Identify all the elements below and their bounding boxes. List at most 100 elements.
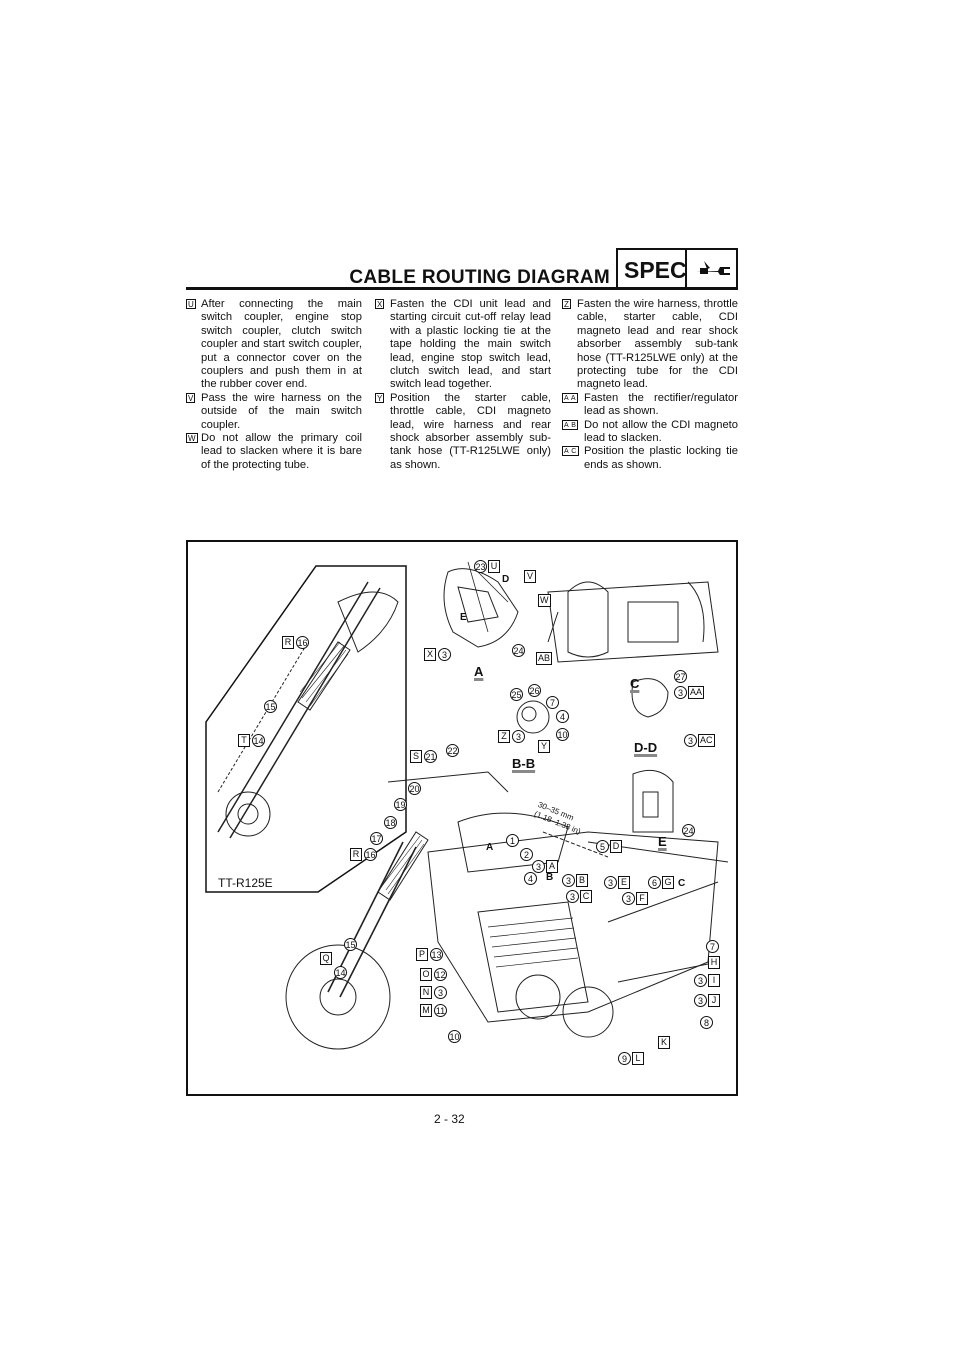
note-z: Z Fasten the wire harness, throttle cable… <box>562 298 738 392</box>
callout: 4 <box>524 872 537 885</box>
view-label-a: A <box>474 664 484 679</box>
view-a-sketch <box>443 568 519 648</box>
note-mark: W <box>186 433 198 444</box>
note-text: Fasten the wire harness, throttle cable,… <box>577 298 738 391</box>
callout-letter: D <box>610 840 622 853</box>
inset-wheel-hub <box>225 791 271 837</box>
callout: 13 <box>430 948 443 961</box>
section-mark-d: D <box>502 574 510 585</box>
callout: 24 <box>682 824 695 837</box>
callout: 12 <box>434 968 447 981</box>
view-dd-sketch <box>631 678 669 718</box>
callout-letter: L <box>632 1052 644 1065</box>
callout-letter: R <box>350 848 362 861</box>
callout: 3 <box>604 876 617 889</box>
callout: 3 <box>562 874 575 887</box>
callout: 16 <box>364 848 377 861</box>
callout: 3 <box>622 892 635 905</box>
tank <box>457 812 569 873</box>
note-ac: A C Position the plastic locking tie ends… <box>562 445 738 472</box>
callout-letter: I <box>708 974 720 987</box>
callout: 3 <box>694 974 707 987</box>
note-mark: A C <box>562 446 579 457</box>
callout-letter: A <box>546 860 558 873</box>
note-mark: V <box>186 392 196 403</box>
note-text: Fasten the CDI unit lead and starting ci… <box>390 298 551 391</box>
callout: 17 <box>370 832 383 845</box>
spec-label: SPEC <box>624 257 687 283</box>
note-mark: Z <box>562 299 571 309</box>
callout: 8 <box>700 1016 713 1029</box>
wrench-icon <box>696 261 730 275</box>
callout: 3 <box>434 986 447 999</box>
callout: 6 <box>648 876 661 889</box>
callout-letter: G <box>662 876 674 889</box>
callout: 3 <box>684 734 697 747</box>
callout-letter: X <box>424 648 436 661</box>
callout: 10 <box>556 728 569 741</box>
rear-frame <box>587 841 729 983</box>
handlebar <box>387 771 509 793</box>
engine-cover <box>515 974 561 1020</box>
callout: 3 <box>566 890 579 903</box>
callout: 3 <box>532 860 545 873</box>
callout: 9 <box>618 1052 631 1065</box>
callout: 23 <box>474 560 487 573</box>
callout: 4 <box>556 710 569 723</box>
callout: 14 <box>252 734 265 747</box>
inset-fork <box>217 581 381 839</box>
callout-letter: B <box>576 874 588 887</box>
callout: 7 <box>706 940 719 953</box>
note-text: Pass the wire harness on the outside of … <box>201 391 362 431</box>
callout-letter: C <box>580 890 592 903</box>
page-number: 2 - 32 <box>434 1112 465 1126</box>
callout: 1 <box>506 834 519 847</box>
note-text: After connecting the main switch coupler… <box>201 298 362 391</box>
note-text: Position the plastic locking tie ends as… <box>584 445 738 471</box>
callout-letter: AC <box>698 734 715 747</box>
spec-divider <box>685 250 687 288</box>
callout-letter: R <box>282 636 294 649</box>
callout: 19 <box>394 798 407 811</box>
notes-column-3: Z Fasten the wire harness, throttle cable… <box>562 298 738 472</box>
section-mark-c: C <box>678 878 686 889</box>
callout: 7 <box>546 696 559 709</box>
callout-letter: O <box>420 968 432 981</box>
callout-letter: W <box>538 594 551 607</box>
inset-boot <box>297 641 351 711</box>
page-header: CABLE ROUTING DIAGRAM SPEC <box>186 248 738 290</box>
callout: 26 <box>528 684 541 697</box>
view-c-sketch <box>547 581 719 663</box>
model-label: TT-R125E <box>218 876 273 890</box>
motorcycle-illustration <box>205 561 729 1050</box>
note-text: Do not allow the CDI magneto lead to sla… <box>584 418 738 445</box>
view-e-sketch <box>632 769 674 833</box>
note-text: Do not allow the primary coil lead to sl… <box>201 432 362 471</box>
callout-letter: K <box>658 1036 670 1049</box>
callout-letter: S <box>410 750 422 763</box>
callout: 22 <box>446 744 459 757</box>
callout-letter: Q <box>320 952 332 965</box>
callout: 11 <box>434 1004 447 1017</box>
header-rule <box>186 287 738 290</box>
callout: 21 <box>424 750 437 763</box>
rear-sprocket <box>562 986 614 1038</box>
section-mark-e: E <box>460 612 467 623</box>
callout: 18 <box>384 816 397 829</box>
view-label-c: C <box>630 676 640 691</box>
callout-letter: E <box>618 876 630 889</box>
callout: 3 <box>674 686 687 699</box>
callout: 2 <box>520 848 533 861</box>
spec-tab: SPEC <box>616 248 738 290</box>
callout: 15 <box>344 938 357 951</box>
section-mark-b: B <box>546 872 554 883</box>
callout: 3 <box>512 730 525 743</box>
callout-letter: P <box>416 948 428 961</box>
callout: 25 <box>510 688 523 701</box>
